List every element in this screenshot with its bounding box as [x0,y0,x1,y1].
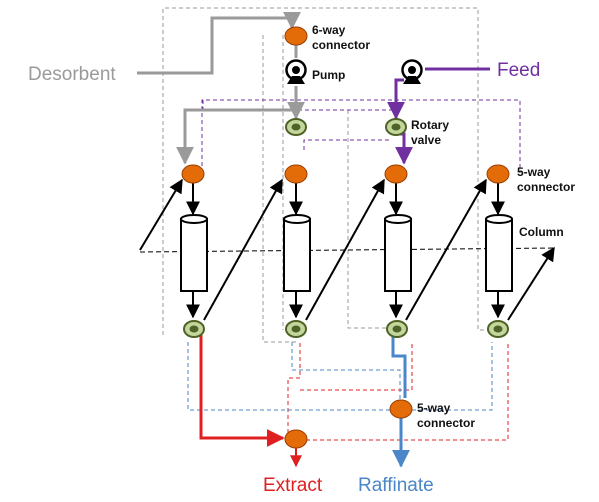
column-label: Column [519,225,564,239]
purple-dashed-loop-inner [303,139,392,150]
rotary-valve-outlet-1 [183,320,205,338]
five-way-connector-top-label-line1: 5-way [517,165,551,179]
extract-label: Extract [263,475,323,496]
five-way-connector-bottom-label-line1: 5-way [417,401,451,415]
column-3 [384,214,412,292]
pump-label: Pump [312,68,345,82]
column-4-recycle-arrow [507,246,555,321]
desorbent-label: Desorbent [28,64,116,85]
extract-flow-line [199,334,285,447]
blue-dashed-loop-outer [187,342,390,411]
pump-icon [401,59,423,84]
red-dashed-loop-outer [287,342,301,440]
pump-icon [285,59,307,84]
desorbent-flow [137,11,305,165]
rotary-valve-outlet-3 [386,320,408,338]
blue-dashed-loop-mid [291,342,401,400]
six-way-connector-label-line1: 6-way [312,23,346,37]
rotary-valve-label-line2: valve [411,133,441,147]
column-1 [180,214,208,292]
column-group-3 [305,178,412,321]
column-3-recycle-arrow [305,178,385,321]
feed-pump-to-valve [387,78,405,120]
purple-dashed-loop-outer [201,99,521,173]
red-dashed-loop-right [306,342,509,441]
feed-label: Feed [497,60,540,81]
five-way-connector-top-label-line2: connector [517,180,575,194]
six-way-connector [284,26,308,46]
five-way-connector-bottom-label-line2: connector [417,416,475,430]
raffinate-label: Raffinate [358,475,434,496]
column-group-4 [405,178,555,321]
raffinate-flow-line [391,334,407,398]
column-1-recycle-arrow [139,178,183,251]
six-way-connector-label-line2: connector [312,38,370,52]
five-way-connector-top-1 [181,164,205,184]
column-2 [283,214,311,292]
rotary-valve-outlet-4 [487,320,509,338]
rotary-valve-feed [385,118,407,136]
blue-dashed-loop-right [412,342,493,411]
column-2-recycle-arrow [203,178,283,321]
five-way-connector-top-3 [384,164,408,184]
feed-valve-to-column3 [395,132,413,165]
rotary-valve-outlet-2 [285,320,307,338]
column-group-2 [203,178,311,321]
column-3-to-4-recycle-arrow [405,178,487,321]
rotary-valve-label-line1: Rotary [411,118,449,132]
five-way-connector-top-2 [284,164,308,184]
gray-dashed-loop-right [347,110,398,329]
five-way-connector-top-4 [486,164,510,184]
gray-dashed-loop-mid [262,35,296,343]
column-4 [485,214,513,292]
red-dashed-loop-mid [300,342,413,391]
desorbent-inlet-line [137,11,301,75]
column-group-1 [139,178,208,319]
gray-dashed-loop-outer [162,7,500,335]
extract-connector [284,429,308,449]
desorbent-valve-to-column1 [176,108,292,165]
five-way-connector-raffinate [389,399,413,419]
rotary-valve-desorbent [285,118,307,136]
